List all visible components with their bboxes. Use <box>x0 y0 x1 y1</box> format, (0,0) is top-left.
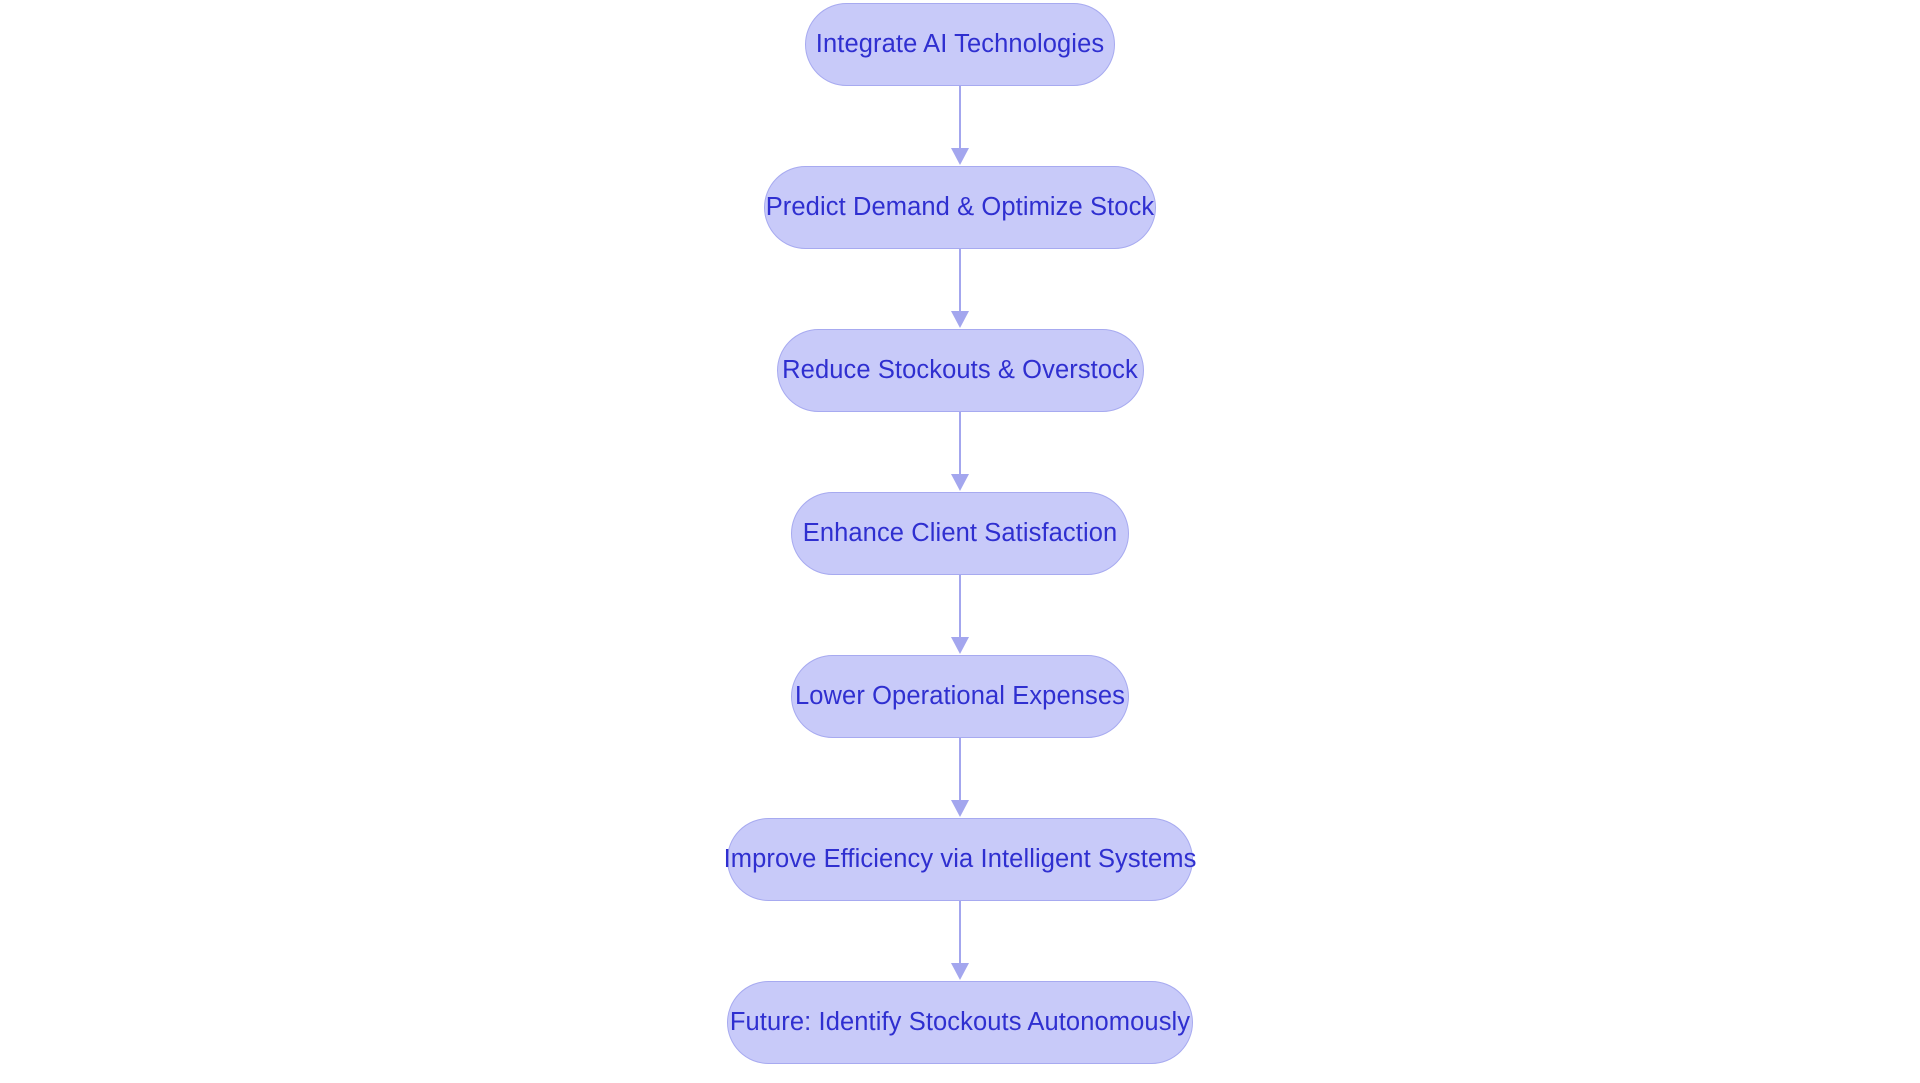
flow-connector-3 <box>948 412 972 492</box>
flow-connector-1 <box>948 86 972 166</box>
flow-node-label: Enhance Client Satisfaction <box>802 518 1118 547</box>
down-arrow-icon <box>951 800 969 817</box>
flow-node-future-identify-stockouts-autonomously[interactable]: Future: Identify Stockouts Autonomously <box>727 981 1193 1064</box>
connector-line <box>959 901 961 967</box>
connector-line <box>959 86 961 152</box>
flow-node-improve-efficiency-via-intelligent-systems[interactable]: Improve Efficiency via Intelligent Syste… <box>724 818 1196 901</box>
down-arrow-icon <box>951 963 969 980</box>
flow-connector-6 <box>948 901 972 981</box>
connector-line <box>959 249 961 315</box>
connector-line <box>959 575 961 641</box>
flow-node-label: Predict Demand & Optimize Stock <box>765 192 1155 221</box>
connector-line <box>959 738 961 804</box>
flow-node-integrate-ai-technologies[interactable]: Integrate AI Technologies <box>805 3 1115 86</box>
flow-node-label: Future: Identify Stockouts Autonomously <box>729 1007 1191 1036</box>
down-arrow-icon <box>951 637 969 654</box>
flow-node-lower-operational-expenses[interactable]: Lower Operational Expenses <box>791 655 1129 738</box>
flow-node-enhance-client-satisfaction[interactable]: Enhance Client Satisfaction <box>791 492 1129 575</box>
flow-connector-4 <box>948 575 972 655</box>
down-arrow-icon <box>951 148 969 165</box>
flow-node-reduce-stockouts-overstock[interactable]: Reduce Stockouts & Overstock <box>776 329 1144 412</box>
flow-node-label: Lower Operational Expenses <box>794 681 1126 710</box>
down-arrow-icon <box>951 311 969 328</box>
flow-connector-2 <box>948 249 972 329</box>
down-arrow-icon <box>951 474 969 491</box>
flow-node-predict-demand-optimize-stock[interactable]: Predict Demand & Optimize Stock <box>764 166 1156 249</box>
connector-line <box>959 412 961 478</box>
flow-node-label: Improve Efficiency via Intelligent Syste… <box>723 844 1197 873</box>
flow-connector-5 <box>948 738 972 818</box>
flow-node-label: Reduce Stockouts & Overstock <box>782 355 1138 384</box>
flow-node-label: Integrate AI Technologies <box>815 29 1105 58</box>
